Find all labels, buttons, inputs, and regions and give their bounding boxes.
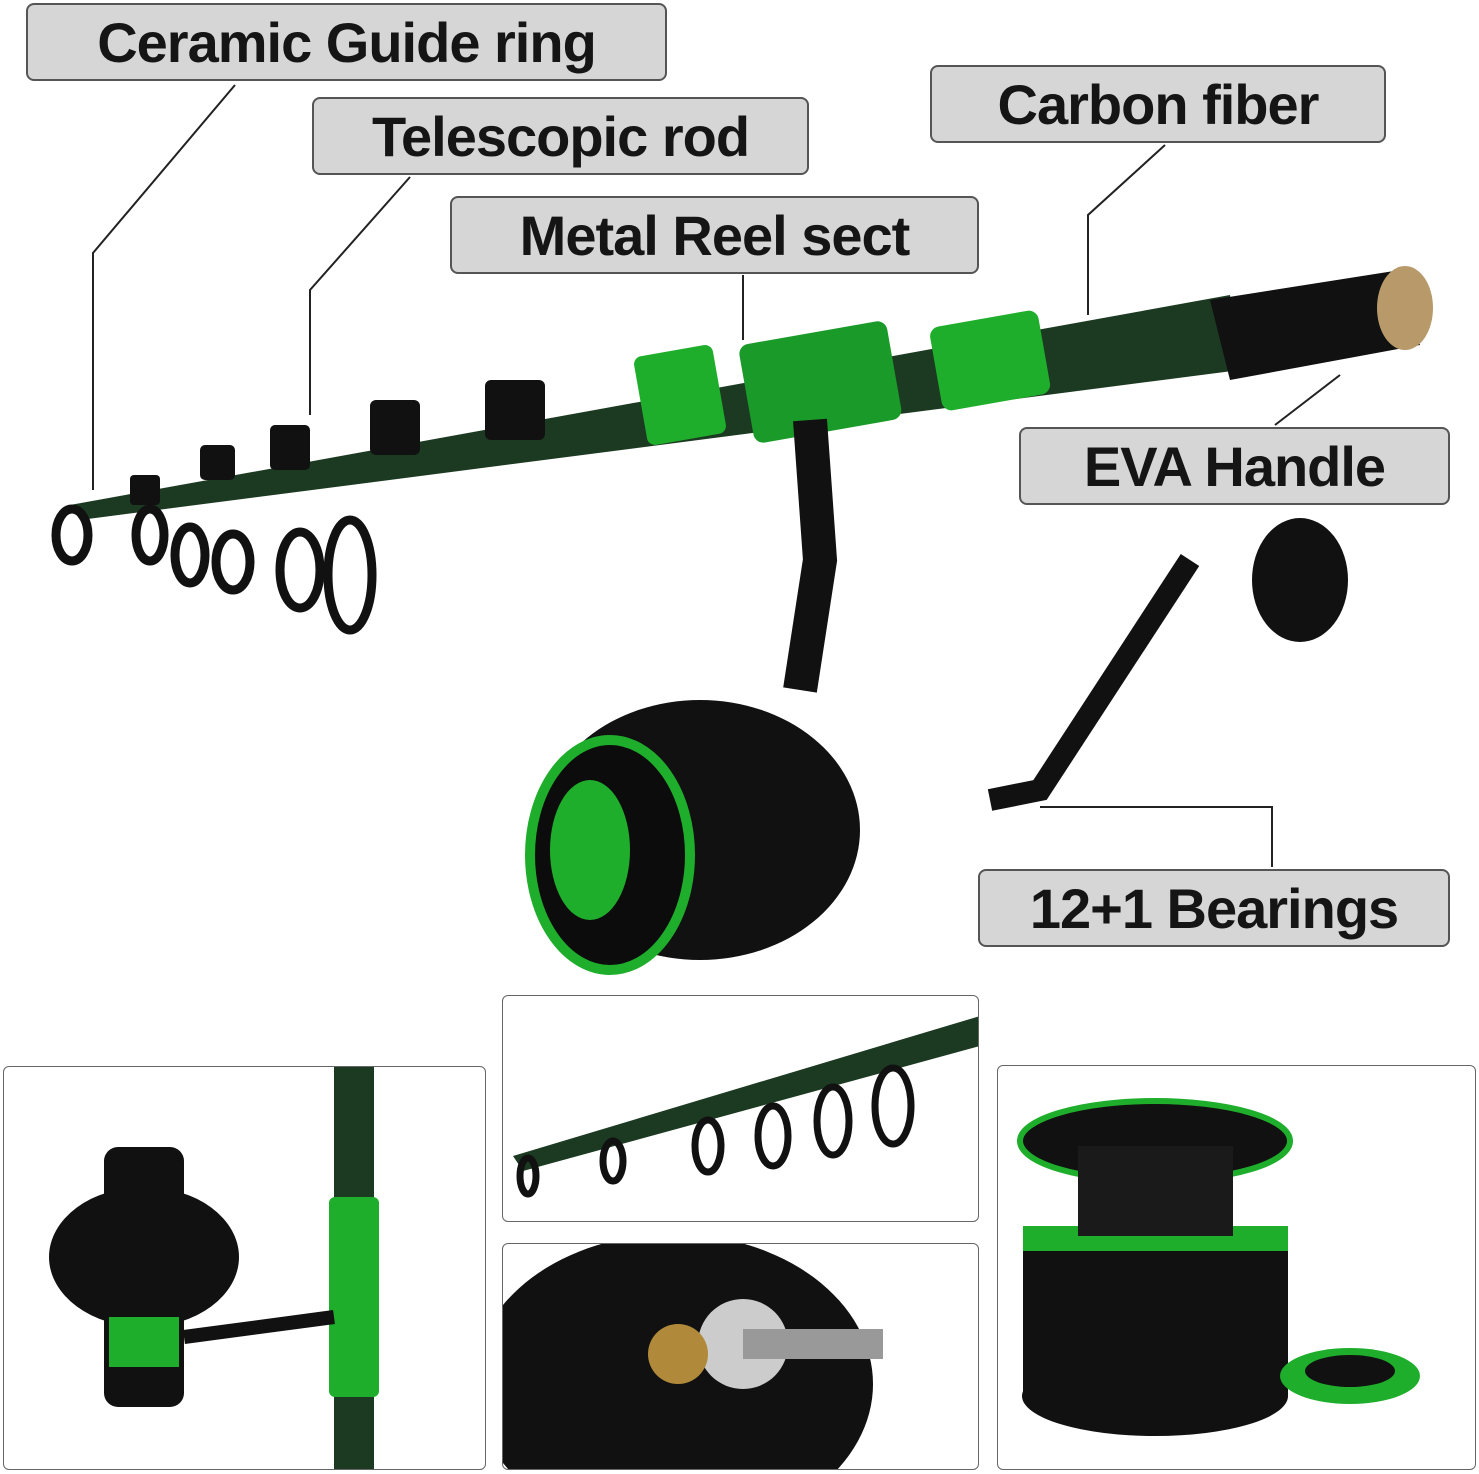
rod — [51, 266, 1433, 635]
eva-handle-grip — [1210, 270, 1420, 380]
detail-panel-guides — [502, 995, 979, 1222]
leader-lines — [92, 84, 1341, 867]
callout-carbon-fiber: Carbon fiber — [930, 65, 1386, 143]
leader-line-bearings — [1040, 806, 1273, 867]
detail-panel-gear — [502, 1243, 979, 1470]
callout-eva-handle: EVA Handle — [1019, 427, 1450, 505]
leader-line-ceramic — [92, 84, 236, 490]
handle-knob — [1252, 518, 1348, 642]
guide-rings — [51, 504, 377, 635]
callout-metal-reel-seat: Metal Reel sect — [450, 196, 979, 274]
leader-line-carbon — [1087, 144, 1166, 315]
reel — [525, 418, 1348, 975]
leader-line-eva — [1274, 374, 1341, 426]
callout-telescopic-rod: Telescopic rod — [312, 97, 809, 175]
callout-ceramic-guide-ring: Ceramic Guide ring — [26, 3, 667, 81]
cork-end — [1377, 266, 1433, 350]
reel-seat — [739, 321, 902, 443]
detail-panel-reel-side — [3, 1066, 486, 1470]
detail-panel-spool — [997, 1065, 1476, 1470]
callout-bearings: 12+1 Bearings — [978, 869, 1450, 947]
leader-line-telescopic — [309, 176, 411, 415]
